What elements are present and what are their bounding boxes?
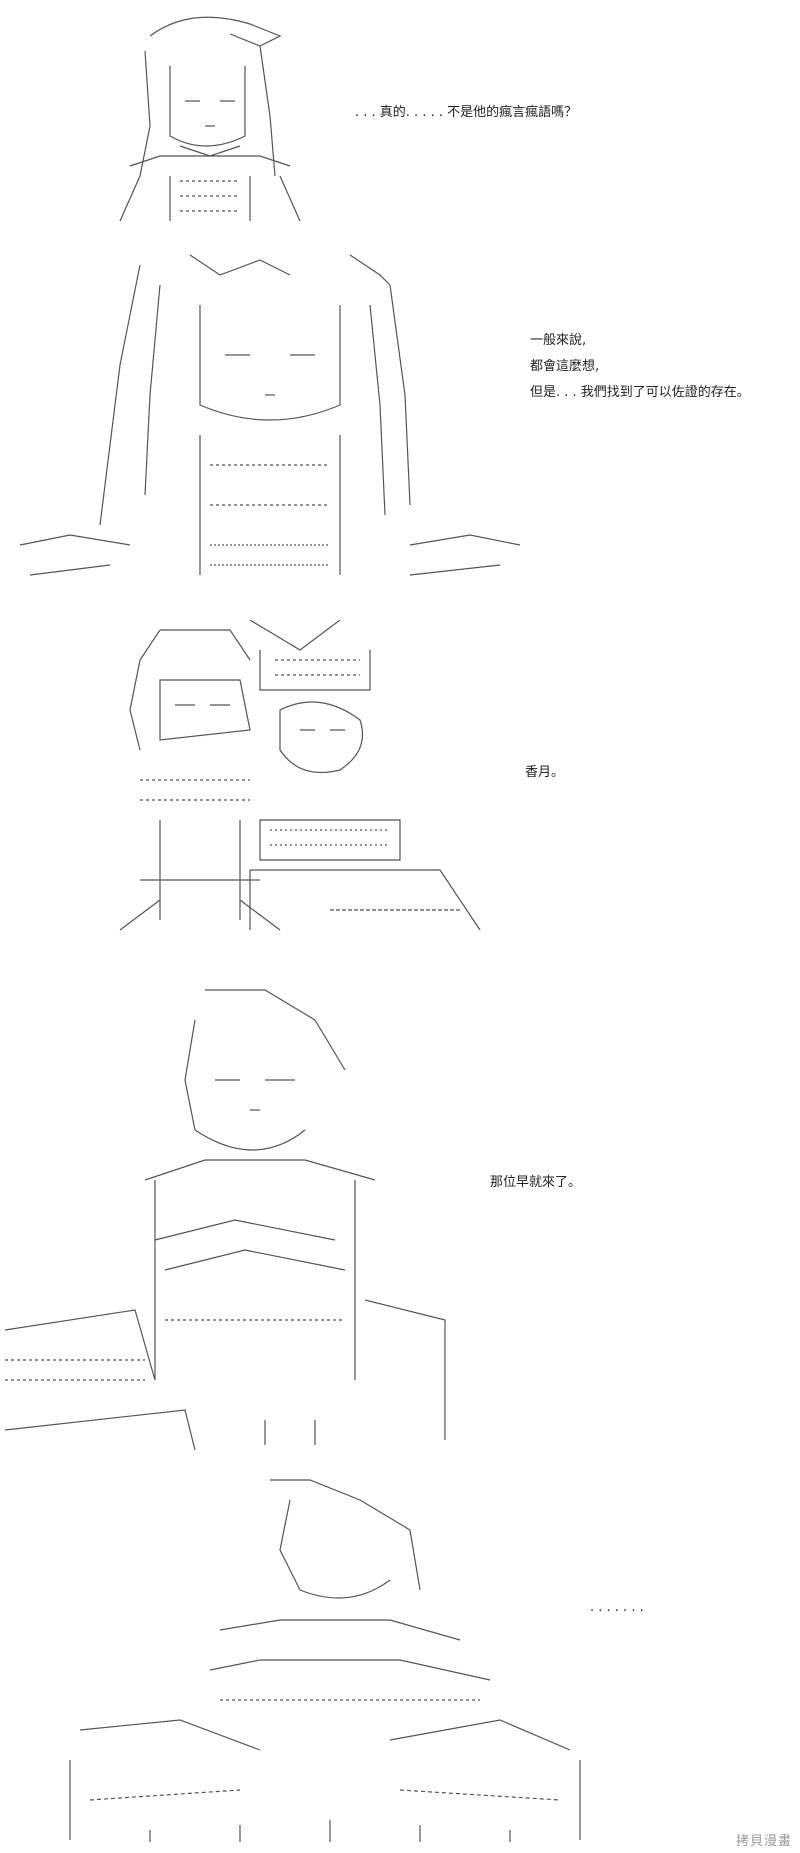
caption-line: 那位早就來了。: [490, 1175, 582, 1190]
caption-line: 但是. . . 我們找到了可以佐證的存在。: [530, 385, 750, 400]
panel-3: 香月。: [0, 610, 800, 945]
panel-3-caption: 香月。: [525, 760, 564, 786]
caption-line: . . . 真的. . . . . 不是他的瘋言瘋語嗎？: [355, 105, 578, 120]
panel-5: . . . . . . .: [0, 1465, 800, 1850]
watermark: 拷貝漫畫: [735, 1834, 792, 1849]
panel-3-ascii-art: [100, 620, 520, 940]
panel-2-caption: 一般來說, 都會這麼想, 但是. . . 我們找到了可以佐證的存在。: [530, 328, 750, 406]
panel-2: 一般來說, 都會這麼想, 但是. . . 我們找到了可以佐證的存在。: [0, 240, 800, 585]
panel-4: 那位早就來了。: [0, 975, 800, 1460]
panel-1-caption: . . . 真的. . . . . 不是他的瘋言瘋語嗎？: [355, 100, 577, 126]
panel-4-caption: 那位早就來了。: [490, 1170, 581, 1196]
panel-5-ascii-art: [60, 1470, 600, 1845]
panel-1-ascii-art: [110, 6, 310, 226]
caption-line: 都會這麼想,: [530, 359, 600, 374]
caption-line: . . . . . . .: [590, 1600, 644, 1615]
caption-line: 一般來說,: [530, 333, 587, 348]
panel-5-caption: . . . . . . .: [590, 1595, 644, 1621]
panel-2-ascii-art: [10, 245, 530, 585]
caption-line: 香月。: [525, 765, 565, 780]
panel-1: . . . 真的. . . . . 不是他的瘋言瘋語嗎？: [0, 0, 800, 230]
panel-4-ascii-art: [5, 980, 455, 1450]
